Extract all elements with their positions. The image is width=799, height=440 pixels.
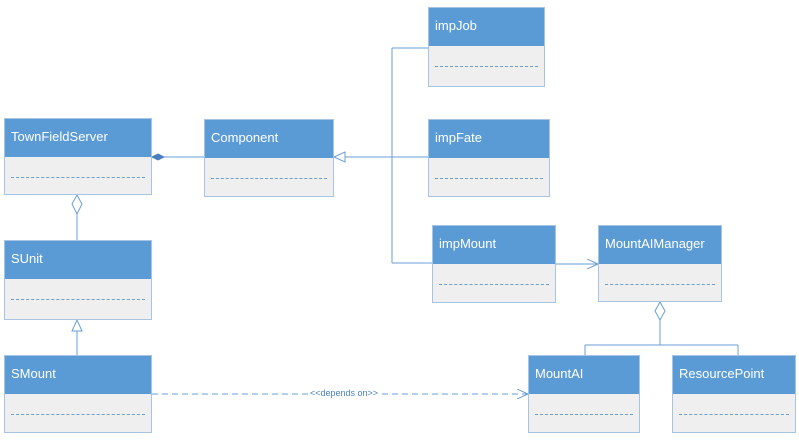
class-component-title: Component [205, 120, 333, 158]
attribute-separator [11, 177, 145, 178]
attribute-separator [11, 299, 145, 300]
attribute-separator [679, 414, 789, 415]
class-townfieldserver-title: TownFieldServer [5, 119, 151, 157]
class-resourcepoint-title: ResourcePoint [673, 356, 795, 394]
class-sunit-title: SUnit [5, 241, 151, 279]
class-mountaimanager-title: MountAIManager [599, 226, 721, 264]
class-smount[interactable]: SMount [4, 355, 152, 433]
class-townfieldserver-body [5, 157, 151, 194]
class-impmount-body [433, 264, 555, 302]
class-sunit[interactable]: SUnit [4, 240, 152, 320]
attribute-separator [605, 284, 715, 285]
inherit-triangle-component [332, 151, 346, 163]
aggregation-diamond-townfield [71, 193, 83, 216]
class-impjob[interactable]: impJob [428, 7, 545, 87]
class-component-body [205, 158, 333, 196]
class-impjob-title: impJob [429, 8, 544, 46]
class-impjob-body [429, 46, 544, 86]
attribute-separator [11, 414, 145, 415]
class-mountaimanager-body [599, 264, 721, 301]
aggregation-diamond-manager [654, 300, 666, 322]
attribute-separator [535, 414, 633, 415]
class-impfate[interactable]: impFate [428, 119, 550, 197]
attribute-separator [435, 178, 543, 179]
dependency-label: <<depends on>> [308, 388, 381, 398]
attribute-separator [435, 66, 538, 67]
class-component[interactable]: Component [204, 119, 334, 197]
class-impfate-title: impFate [429, 120, 549, 158]
class-resourcepoint-body [673, 394, 795, 432]
class-mountai-body [529, 394, 639, 432]
attribute-separator [439, 284, 549, 285]
class-impfate-body [429, 158, 549, 196]
class-mountaimanager[interactable]: MountAIManager [598, 225, 722, 302]
class-resourcepoint[interactable]: ResourcePoint [672, 355, 796, 433]
class-sunit-body [5, 279, 151, 319]
attribute-separator [211, 178, 327, 179]
class-mountai[interactable]: MountAI [528, 355, 640, 433]
class-impmount-title: impMount [433, 226, 555, 264]
class-townfieldserver[interactable]: TownFieldServer [4, 118, 152, 195]
composition-diamond [150, 153, 166, 161]
class-smount-title: SMount [5, 356, 151, 394]
class-mountai-title: MountAI [529, 356, 639, 394]
class-impmount[interactable]: impMount [432, 225, 556, 303]
inherit-triangle-sunit [71, 318, 83, 332]
class-smount-body [5, 394, 151, 432]
